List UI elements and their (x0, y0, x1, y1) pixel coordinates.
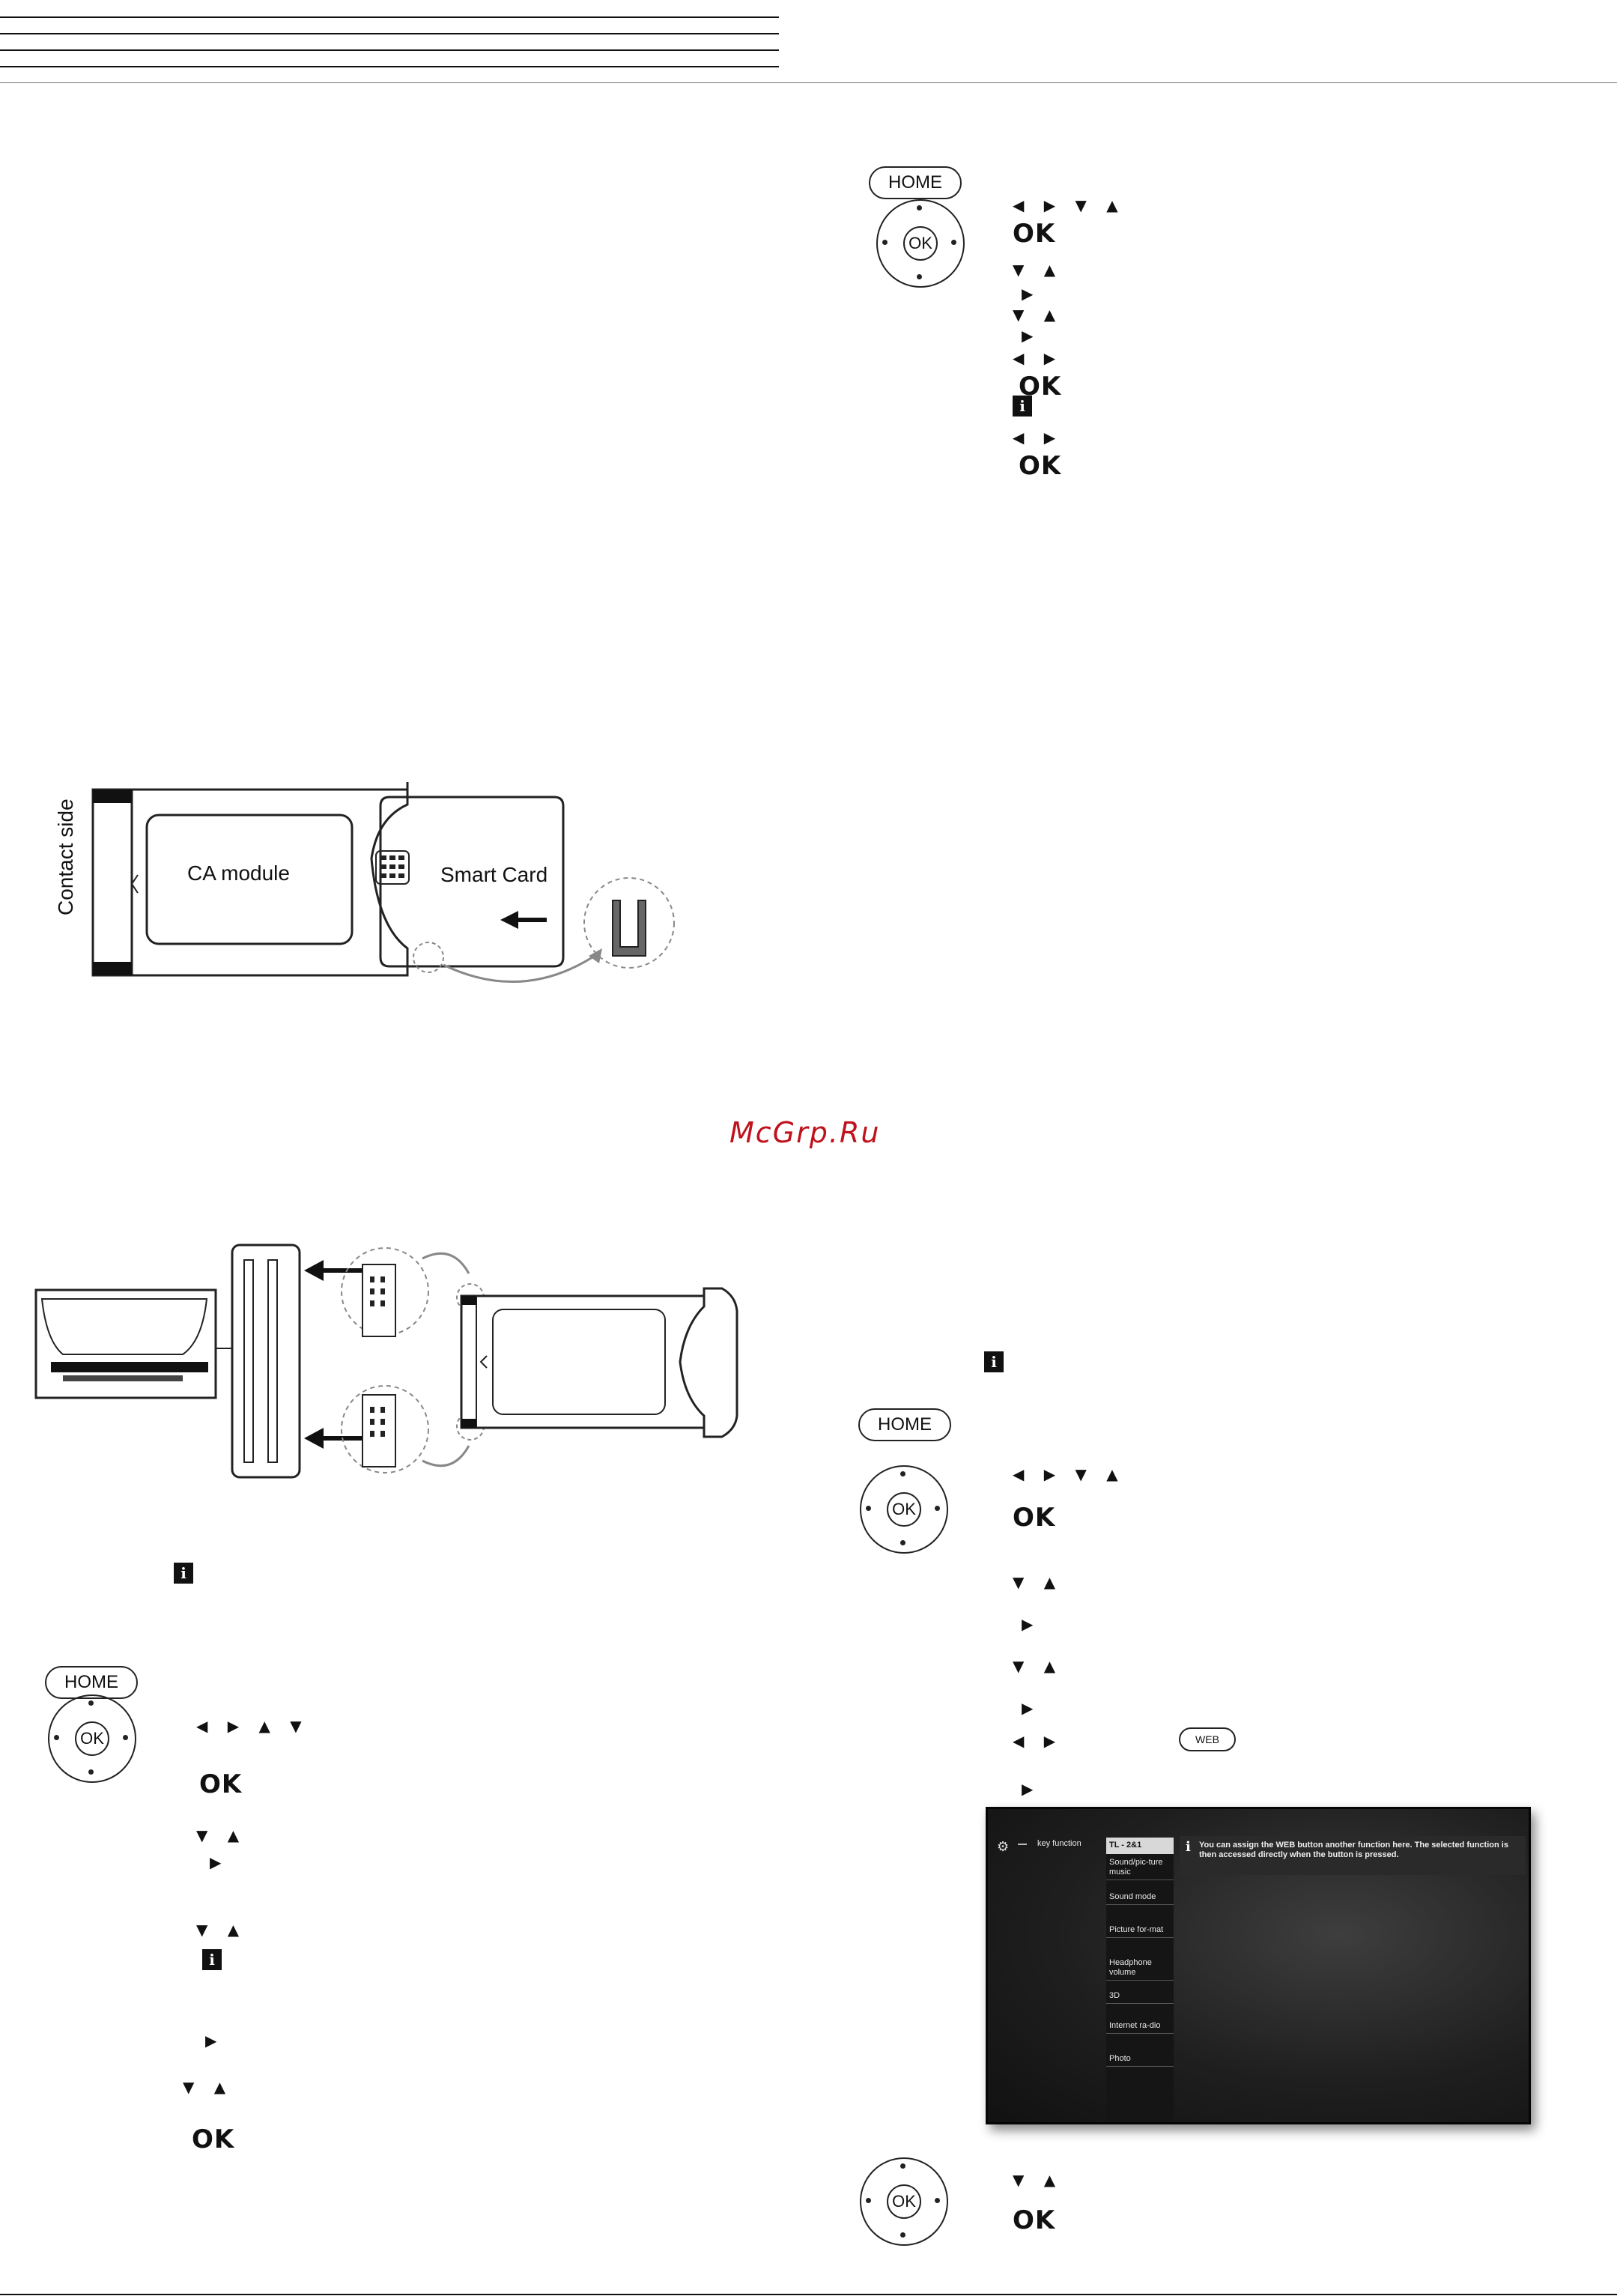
nav-dot-left (54, 1735, 59, 1740)
info-text: You can assign the WEB button another fu… (1199, 1841, 1508, 1859)
info-icon: i (202, 1949, 222, 1970)
arrows-du: ▼ ▲ (1013, 306, 1064, 324)
arrows-du: ▼ ▲ (1013, 1573, 1064, 1591)
arrow-right: ▶ (1022, 285, 1041, 303)
key-function-label: key function (1037, 1839, 1081, 1848)
arrows-du: ▼ ▲ (1013, 261, 1064, 279)
menu-item[interactable]: Internet ra-dio (1106, 2019, 1174, 2034)
smart-card-label: Smart Card (440, 863, 548, 886)
nav-dot-right (935, 2198, 940, 2203)
arrow-right: ▶ (205, 2032, 225, 2050)
arrows-du: ▼ ▲ (1013, 1657, 1064, 1675)
navigation-wheel[interactable]: OK (48, 1694, 136, 1783)
arrows-lrud: ◀ ▶ ▲ ▼ (196, 1717, 309, 1735)
nav-dot-down (88, 1769, 94, 1775)
header-selected: TL - 2&1 (1106, 1838, 1174, 1854)
contact-side-label: Contact side (54, 799, 77, 915)
ok-label: OK (1013, 1503, 1056, 1533)
info-glyph: i (1186, 1839, 1191, 1855)
ok-label: OK (192, 2124, 235, 2154)
menu-item[interactable]: Headphone volume (1106, 1956, 1174, 1981)
top-rule-2 (0, 33, 779, 34)
web-button[interactable]: WEB (1179, 1727, 1236, 1751)
nav-ring (860, 2157, 948, 2246)
ok-label: OK (1013, 219, 1056, 249)
ok-label: OK (199, 1769, 243, 1799)
gear-icon: ⚙ (997, 1839, 1010, 1854)
menu-item[interactable]: Sound mode (1106, 1890, 1174, 1905)
top-rule-4 (0, 66, 779, 67)
nav-ring (860, 1465, 948, 1554)
arrows-lrdu: ◀ ▶ ▼ ▲ (1013, 196, 1126, 214)
nav-dot-up (88, 1700, 94, 1706)
top-rule-1 (0, 16, 779, 18)
info-icon: i (1013, 396, 1032, 417)
navigation-wheel[interactable]: OK (860, 1465, 948, 1554)
ca-module-illustration (91, 782, 675, 984)
nav-dot-down (900, 1540, 905, 1545)
arrows-lr: ◀ ▶ (1013, 428, 1064, 446)
home-button[interactable]: HOME (858, 1408, 951, 1441)
nav-dot-right (951, 240, 956, 245)
nav-dot-down (917, 274, 922, 279)
arrows-lrdu: ◀ ▶ ▼ ▲ (1013, 1465, 1126, 1483)
ok-label: OK (1013, 2205, 1056, 2235)
ok-label: OK (1019, 451, 1062, 481)
home-button[interactable]: HOME (869, 166, 962, 199)
menu-column (1106, 1854, 1174, 2122)
nav-ring (48, 1694, 136, 1783)
nav-dot-up (900, 2163, 905, 2169)
footer-divider (0, 2294, 1617, 2295)
nav-dot-right (935, 1506, 940, 1511)
arrows-du: ▼ ▲ (1013, 2171, 1064, 2189)
ok-button[interactable]: OK (887, 1492, 921, 1527)
arrows-lr: ◀ ▶ (1013, 349, 1064, 367)
arrows-du: ▼ ▲ (196, 1921, 247, 1939)
arrow-right: ▶ (1022, 1780, 1041, 1798)
top-rule-3 (0, 49, 779, 51)
nav-dot-up (900, 1471, 905, 1476)
nav-dot-left (866, 2198, 871, 2203)
info-panel (1180, 1836, 1526, 1875)
nav-dot-down (900, 2232, 905, 2238)
nav-dot-left (866, 1506, 871, 1511)
ok-button[interactable]: OK (75, 1721, 109, 1756)
watermark: McGrp.Ru (729, 1116, 881, 1149)
ca-module-label: CA module (187, 861, 290, 885)
ok-button[interactable]: OK (903, 226, 938, 261)
slot-insertion-illustration (34, 1244, 738, 1479)
navigation-wheel[interactable]: OK (876, 199, 965, 288)
menu-item[interactable]: Picture for-mat (1106, 1923, 1174, 1938)
arrow-right: ▶ (1022, 1615, 1041, 1633)
arrows-du: ▼ ▲ (196, 1826, 247, 1844)
ok-button[interactable]: OK (887, 2184, 921, 2219)
menu-item[interactable]: Photo (1106, 2052, 1174, 2067)
arrows-du: ▼ ▲ (183, 2078, 234, 2096)
nav-dot-right (123, 1735, 128, 1740)
nav-dot-up (917, 205, 922, 210)
nav-dot-left (882, 240, 888, 245)
arrow-right: ▶ (210, 1853, 229, 1871)
header-divider (0, 82, 1617, 83)
menu-item[interactable]: 3D (1106, 1989, 1174, 2004)
arrows-lr: ◀ ▶ (1013, 1732, 1064, 1750)
nav-ring (876, 199, 965, 288)
menu-dash (1018, 1844, 1027, 1845)
info-icon: i (174, 1563, 193, 1584)
tv-menu-screenshot: ⚙ key function TL - 2&1 i You can assign… (986, 1807, 1531, 2124)
info-icon: i (984, 1351, 1004, 1372)
arrow-right: ▶ (1022, 327, 1041, 345)
navigation-wheel[interactable]: OK (860, 2157, 948, 2246)
arrow-right: ▶ (1022, 1699, 1041, 1717)
menu-item[interactable]: Sound/pic-ture music (1106, 1856, 1174, 1880)
